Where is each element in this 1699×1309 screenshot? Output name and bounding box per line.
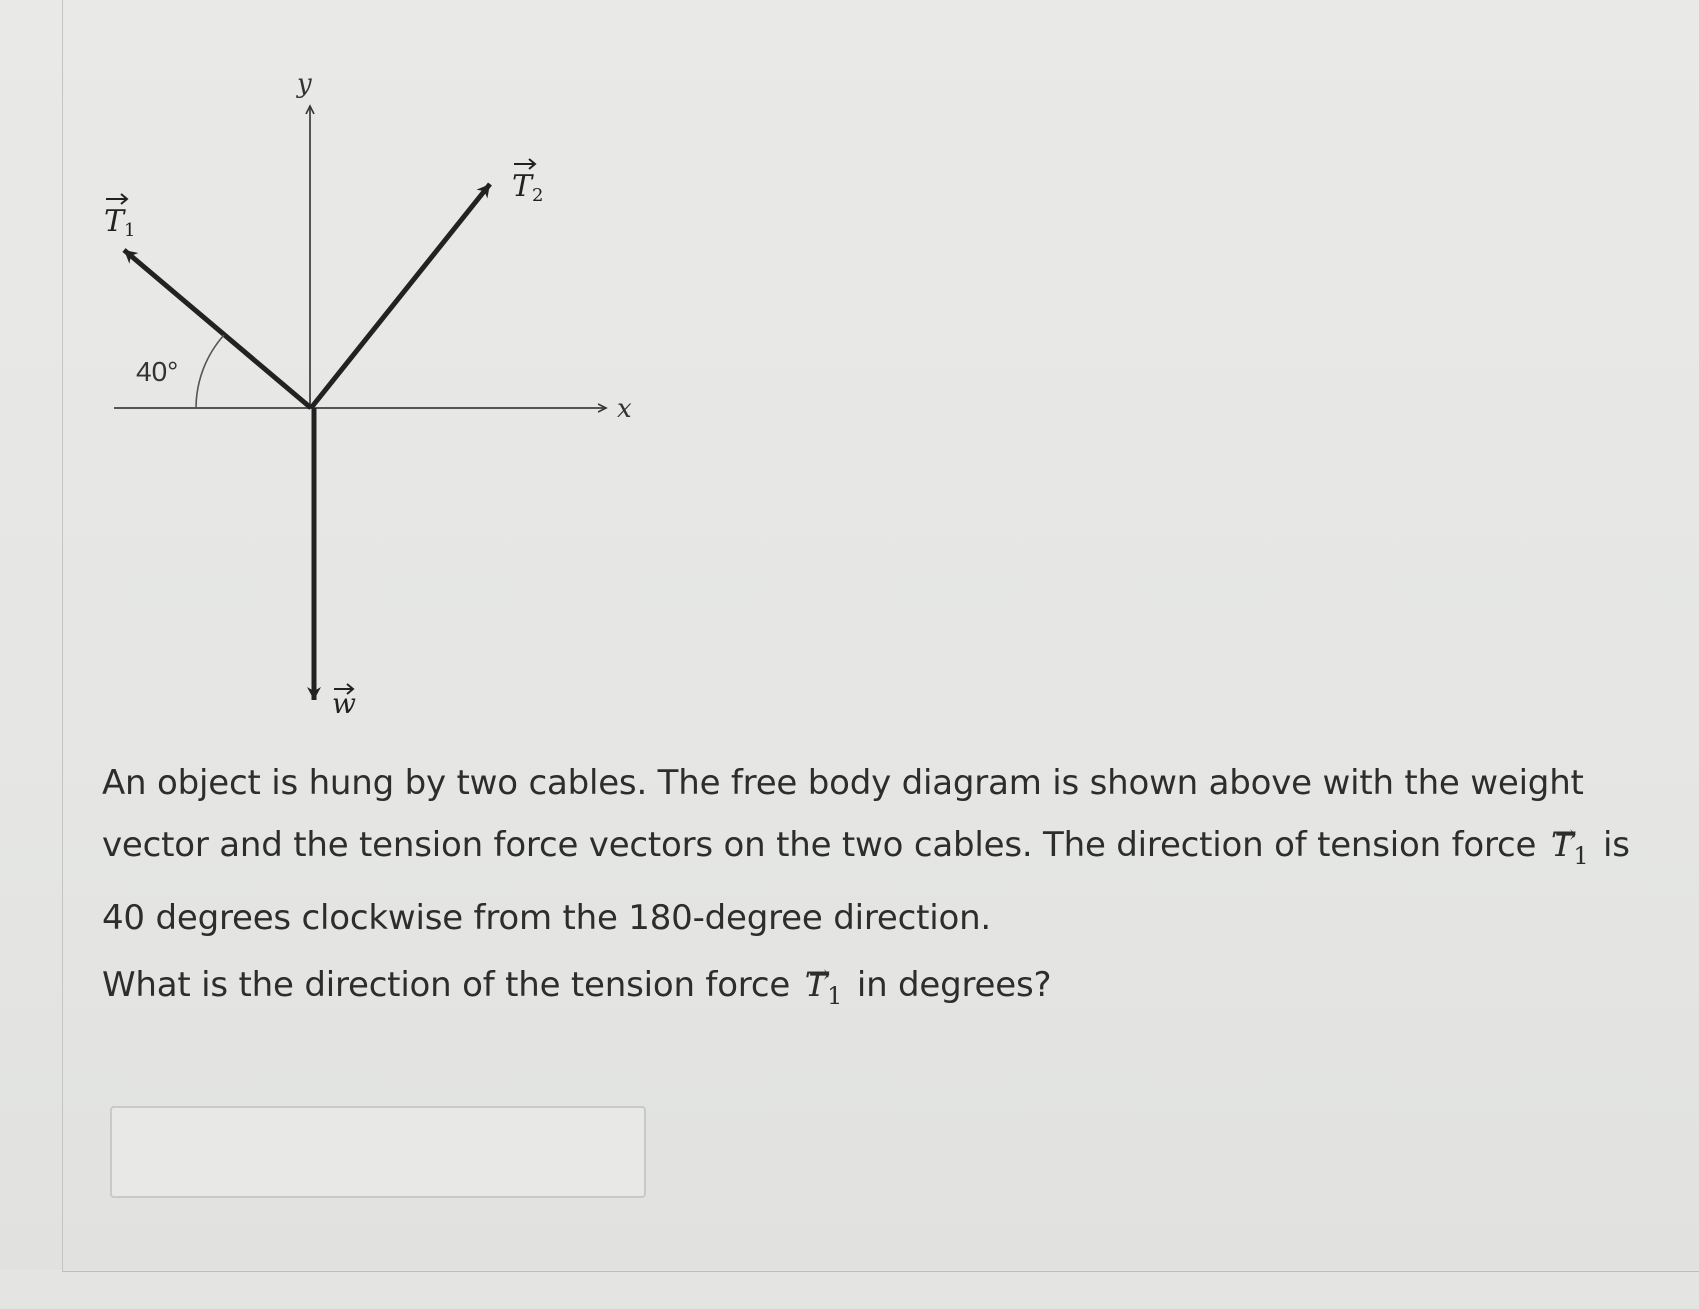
angle-label: 40° — [136, 356, 178, 387]
question-line-3: 40 degrees clockwise from the 180-degree… — [102, 897, 992, 938]
question-line-2: vector and the tension force vectors on … — [102, 825, 1537, 865]
question-paragraph: An object is hung by two cables. The fre… — [102, 752, 1662, 949]
card-left-border — [62, 0, 63, 1272]
x-axis-label: x — [617, 394, 632, 424]
tension-t1-vector — [122, 248, 313, 410]
svg-text:1: 1 — [124, 220, 135, 241]
question-line-2-end: is — [1603, 825, 1630, 865]
y-axis-label: y — [296, 69, 312, 99]
prompt-text-start: What is the direction of the tension for… — [102, 965, 791, 1005]
card-bottom-border — [62, 1271, 1699, 1272]
question-card — [0, 0, 1699, 1270]
t2-label: T 2 — [512, 158, 543, 206]
angle-arc — [195, 334, 225, 409]
t1-symbol-prompt: →T1 — [804, 960, 843, 1010]
free-body-diagram: y x 40° T 1 T 2 w — [104, 69, 632, 720]
svg-text:2: 2 — [532, 185, 543, 206]
answer-input[interactable] — [110, 1106, 646, 1198]
svg-text:T: T — [104, 204, 126, 239]
question-prompt: What is the direction of the tension for… — [102, 954, 1662, 1027]
tension-t2-vector — [309, 182, 492, 410]
svg-text:T: T — [512, 169, 534, 204]
question-line-1: An object is hung by two cables. The fre… — [102, 763, 1584, 803]
t1-label: T 1 — [104, 193, 135, 241]
t1-symbol: →T1 — [1550, 820, 1589, 870]
svg-text:w: w — [332, 687, 356, 720]
prompt-text-end: in degrees? — [856, 965, 1052, 1005]
w-label: w — [332, 683, 356, 720]
